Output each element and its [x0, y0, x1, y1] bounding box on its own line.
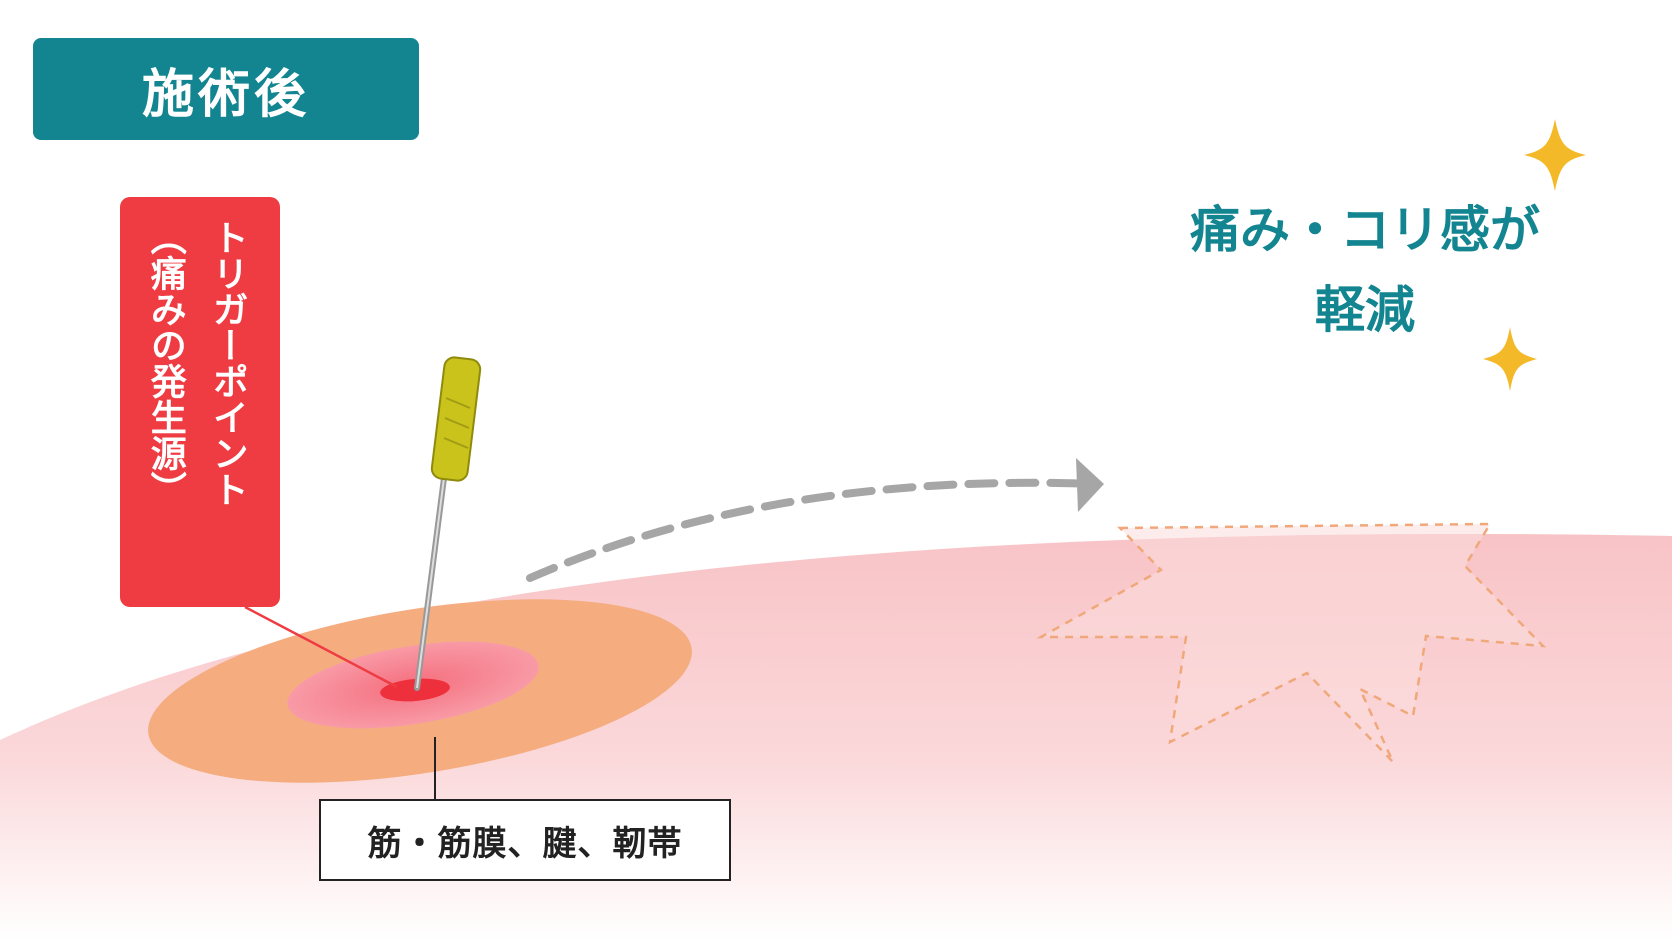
trigger-point-label-main: トリガーポイント — [206, 219, 248, 507]
trigger-point-label: トリガーポイント （痛みの発生源） — [120, 197, 280, 607]
page-title: 施術後 — [141, 64, 310, 125]
tissue-label: 筋・筋膜、腱、靭帯 — [319, 799, 731, 881]
relieved-pain-outline — [1036, 522, 1547, 763]
sparkle-icon — [1483, 327, 1537, 391]
title-badge: 施術後 — [33, 38, 419, 140]
curved-dashed-arrow-icon — [526, 458, 1104, 582]
relief-message-line1: 痛み・コリ感が — [1190, 201, 1540, 259]
acupuncture-needle-icon — [414, 356, 482, 691]
trigger-point-label-sub: （痛みの発生源） — [144, 219, 186, 507]
relief-message-line2: 軽減 — [1315, 281, 1415, 339]
sparkle-icon — [1524, 119, 1586, 191]
relief-message: 痛み・コリ感が 軽減 — [1130, 190, 1600, 350]
trigger-leader-line — [244, 605, 398, 689]
